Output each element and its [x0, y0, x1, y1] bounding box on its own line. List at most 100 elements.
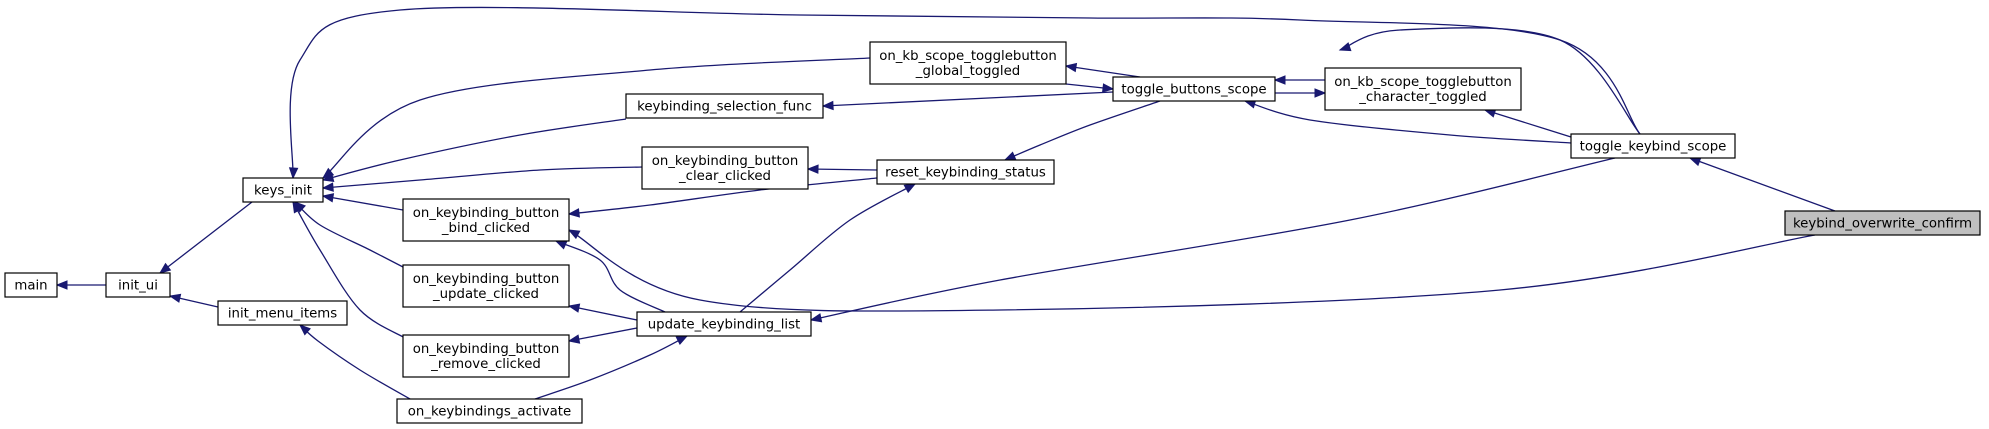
arrowhead [321, 182, 334, 192]
edge-keybind_overwrite_confirm-toggle_buttons_scope_up [1338, 27, 1641, 135]
edge-line [1004, 100, 1161, 161]
arrowhead [1064, 62, 1078, 73]
node-label: _bind_clicked [441, 221, 530, 236]
arrowhead [567, 303, 581, 313]
edge-toggle_keybind_scope-toggle_buttons_scope [1243, 99, 1572, 144]
edge-keys_init-init_ui [158, 201, 253, 274]
edge-on_keybindings_activate-init_menu_items [298, 324, 411, 400]
edge-line [322, 57, 871, 179]
node-label: update_keybinding_list [648, 318, 801, 333]
node-on-keybinding-button-remove-clicked[interactable]: on_keybinding_button_remove_clicked [402, 334, 570, 378]
edge-line [822, 91, 1114, 107]
edge-line [294, 201, 404, 268]
arrowhead [809, 313, 823, 323]
arrowhead [321, 167, 335, 179]
node-box [4, 272, 58, 298]
node-label: _clear_clicked [678, 169, 771, 184]
edge-line [739, 183, 916, 313]
arrowhead [1688, 157, 1702, 167]
node-toggle-buttons-scope[interactable]: toggle_buttons_scope [1112, 76, 1276, 102]
node-on-kb-scope-togglebutton-global-toggled[interactable]: on_kb_scope_togglebutton_global_toggled [869, 41, 1067, 85]
arrowhead [1102, 83, 1115, 93]
edge-update_keybinding_list-on_keybinding_button_bind_clicked [554, 240, 666, 313]
node-label: keybinding_selection_func [637, 100, 812, 115]
node-box [217, 300, 348, 326]
node-box [641, 146, 809, 190]
edge-update_keybinding_list-on_keybinding_button_remove_clicked [567, 327, 638, 344]
edge-line [1689, 157, 1836, 212]
node-box [636, 311, 812, 337]
node-box [1784, 210, 1981, 236]
node-label: on_kb_scope_togglebutton [879, 49, 1057, 64]
node-keybind-overwrite-confirm: keybind_overwrite_confirm [1784, 210, 1981, 236]
edge-update_keybinding_list-reset_keybinding_status [739, 183, 917, 313]
edge-on_keybinding_button_remove_clicked-keys_init [292, 200, 406, 339]
node-box [242, 177, 324, 203]
arrowhead [321, 193, 335, 203]
node-box [1112, 76, 1276, 102]
node-on-keybinding-button-update-clicked[interactable]: on_keybinding_button_update_clicked [402, 264, 570, 308]
edge-toggle_buttons_scope-on_kb_scope_togglebutton_character_toggled [1275, 88, 1327, 98]
node-label: on_keybinding_button [413, 342, 560, 357]
node-main[interactable]: main [4, 272, 58, 298]
node-on-keybindings-activate[interactable]: on_keybindings_activate [396, 398, 583, 424]
arrowhead [1338, 42, 1352, 52]
node-label: reset_keybinding_status [885, 166, 1046, 181]
node-on-kb-scope-togglebutton-character-toggled[interactable]: on_kb_scope_togglebutton_character_toggl… [1324, 67, 1522, 111]
edge-on_keybinding_button_clear_clicked-keys_init [321, 166, 643, 192]
edge-line [322, 195, 404, 211]
edge-toggle_keybind_scope-update_keybinding_list [809, 157, 1616, 323]
node-label: _character_toggled [1358, 90, 1487, 105]
node-box [1570, 133, 1736, 159]
arrowhead [903, 183, 917, 194]
node-toggle-keybind-scope[interactable]: toggle_keybind_scope [1570, 133, 1736, 159]
edge-line [159, 201, 253, 274]
edge-toggle_buttons_scope-reset_keybinding_status [1003, 100, 1161, 161]
edge-line [322, 166, 643, 189]
arrowhead [821, 100, 834, 111]
edge-line [299, 324, 411, 400]
edge-line [322, 118, 627, 181]
node-label: keys_init [254, 184, 312, 199]
node-label: toggle_buttons_scope [1121, 83, 1266, 98]
node-label: _global_toggled [915, 64, 1020, 79]
edge-line [568, 177, 878, 215]
node-box [402, 264, 570, 308]
arrowhead [168, 293, 182, 303]
edge-line [1339, 27, 1641, 135]
edge-line [1065, 65, 1141, 78]
node-box [1324, 67, 1522, 111]
arrowhead [298, 324, 311, 336]
node-box [396, 398, 583, 424]
arrowhead [675, 335, 689, 345]
node-keybinding-selection-func[interactable]: keybinding_selection_func [625, 93, 824, 119]
node-on-keybinding-button-clear-clicked[interactable]: on_keybinding_button_clear_clicked [641, 146, 809, 190]
edge-reset_keybinding_status-on_keybinding_button_bind_clicked [567, 177, 878, 218]
node-box [402, 334, 570, 378]
edge-line [534, 335, 688, 400]
edge-toggle_buttons_scope-on_kb_scope_togglebutton_global_toggled [1064, 62, 1141, 78]
node-box [625, 93, 824, 119]
edge-line [568, 327, 638, 342]
node-label: main [14, 279, 47, 294]
node-label: toggle_keybind_scope [1580, 140, 1727, 155]
node-init-menu-items[interactable]: init_menu_items [217, 300, 348, 326]
node-on-keybinding-button-bind-clicked[interactable]: on_keybinding_button_bind_clicked [402, 198, 570, 242]
node-label: on_keybinding_button [413, 272, 560, 287]
node-box [105, 272, 171, 298]
node-label: on_keybinding_button [413, 206, 560, 221]
node-keys-init[interactable]: keys_init [242, 177, 324, 203]
edge-toggle_buttons_scope-keybinding_selection_func [821, 91, 1114, 111]
edge-line [1244, 100, 1572, 144]
node-init-ui[interactable]: init_ui [105, 272, 171, 298]
arrowhead [567, 334, 581, 344]
node-reset-keybinding-status[interactable]: reset_keybinding_status [876, 159, 1055, 185]
node-update-keybinding-list[interactable]: update_keybinding_list [636, 311, 812, 337]
edge-line [292, 201, 406, 339]
arrowhead [55, 280, 68, 290]
edge-line [807, 168, 878, 171]
edge-reset_keybinding_status-on_keybinding_button_clear_clicked [806, 164, 878, 174]
edge-line [555, 240, 666, 313]
edge-keybind_overwrite_confirm-toggle_keybind_scope [1688, 157, 1836, 212]
